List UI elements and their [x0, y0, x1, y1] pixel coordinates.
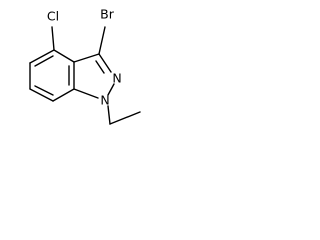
bond-c4-cl — [51, 26, 55, 51]
molecule-structure: Br Cl N N — [29, 7, 141, 125]
bonds — [29, 26, 141, 125]
atom-chloro: Cl — [47, 9, 59, 24]
bond-c4-c5-inner — [34, 55, 54, 67]
bond-c3-n2-inner — [95, 60, 105, 74]
atom-nitrogen-1: N — [100, 93, 109, 108]
bond-n1-c7a — [73, 88, 99, 99]
bond-c3-n2 — [98, 53, 112, 73]
atom-bromo: Br — [100, 7, 115, 22]
bond-c3a-c3 — [73, 53, 100, 63]
atom-labels: Br Cl N N — [47, 7, 122, 108]
bond-c6-c7-inner — [34, 85, 54, 96]
bond-n1-ch2 — [107, 105, 111, 125]
bond-n2-n1 — [107, 83, 115, 96]
bond-c3-br — [98, 26, 106, 55]
atom-nitrogen-2: N — [112, 71, 121, 86]
bond-c7-c7a — [52, 88, 75, 102]
bond-ch2-ch3 — [109, 111, 141, 125]
bond-c6-c7 — [29, 88, 54, 102]
bond-c3a-c4 — [53, 49, 75, 63]
bond-c4-c5 — [29, 49, 55, 64]
